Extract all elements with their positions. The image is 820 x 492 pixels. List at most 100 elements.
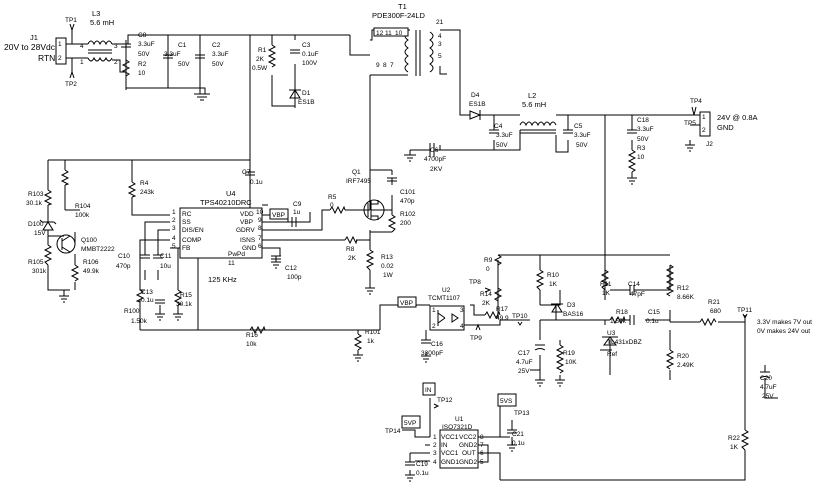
svg-text:1: 1 <box>58 41 62 48</box>
ic-u1: U1 ISO7321D VCC1 IN VCC1 GND1 1 2 3 4 VC… <box>433 416 484 469</box>
output-connector-j2: 24V @ 0.8A GND J2 1 2 <box>699 111 758 148</box>
svg-text:R102: R102 <box>400 211 416 218</box>
svg-text:TP4: TP4 <box>690 98 702 105</box>
svg-text:15V: 15V <box>34 230 46 237</box>
svg-text:C21: C21 <box>512 431 524 438</box>
inductor-l2: L2 5.6 mH <box>519 91 557 134</box>
resistor-r13: R13 0.02 1W <box>365 249 394 279</box>
svg-text:3300pF: 3300pF <box>421 350 443 357</box>
svg-text:DIS/EN: DIS/EN <box>182 227 204 234</box>
svg-text:Ref: Ref <box>607 351 617 358</box>
svg-text:D3: D3 <box>567 302 576 309</box>
capacitor-c101: C101 470p <box>387 177 416 205</box>
svg-text:3.3uF: 3.3uF <box>496 132 513 139</box>
capacitor-c17: C17 4.7uF 25V <box>516 344 546 375</box>
resistor-r19: R19 10K <box>555 344 577 374</box>
svg-text:10: 10 <box>256 209 264 216</box>
svg-text:680: 680 <box>710 308 721 315</box>
resistor-r100: R100 1.50k <box>124 289 148 325</box>
svg-text:C15: C15 <box>648 309 660 316</box>
resistor-r106: R106 49.9k <box>70 259 100 282</box>
svg-text:VCC2: VCC2 <box>459 434 477 441</box>
svg-text:3.3uF: 3.3uF <box>164 51 181 58</box>
diode-d1: D1 ES1B <box>289 64 315 106</box>
svg-text:TP9: TP9 <box>470 335 482 342</box>
svg-text:COMP: COMP <box>182 237 202 244</box>
svg-text:T1: T1 <box>398 2 407 11</box>
input-connector-j1: 20V to 28Vdc RTN J1 1 2 <box>4 33 67 65</box>
svg-text:TP8: TP8 <box>469 279 481 286</box>
svg-text:Q1: Q1 <box>352 169 361 176</box>
test-point-tp12: TP12 <box>433 397 453 409</box>
svg-text:5: 5 <box>480 459 484 466</box>
svg-text:C18: C18 <box>637 117 649 124</box>
resistor-r5: R5 0 <box>328 194 346 215</box>
svg-text:TP5: TP5 <box>684 120 696 127</box>
svg-text:1u: 1u <box>293 209 301 216</box>
svg-text:C17: C17 <box>518 350 530 357</box>
svg-text:U1: U1 <box>455 416 464 423</box>
resistor-r1: R1 2K 0.5W <box>252 44 277 72</box>
svg-text:C13: C13 <box>141 289 153 296</box>
svg-text:0.1u: 0.1u <box>141 297 154 304</box>
svg-text:2.49K: 2.49K <box>677 362 695 369</box>
svg-text:ISO7321D: ISO7321D <box>442 424 473 431</box>
svg-text:GND1: GND1 <box>441 459 459 466</box>
svg-text:C20: C20 <box>760 375 772 382</box>
svg-text:R104: R104 <box>75 203 91 210</box>
svg-text:1K: 1K <box>602 290 611 297</box>
svg-text:3: 3 <box>438 41 442 48</box>
svg-text:1.50k: 1.50k <box>610 318 627 325</box>
svg-text:1: 1 <box>432 307 436 314</box>
input-voltage-label: 20V to 28Vdc <box>4 42 56 52</box>
capacitor-c1: C1 3.3uF 50V <box>163 42 190 68</box>
svg-text:1k: 1k <box>367 338 375 345</box>
svg-text:TCMT1107: TCMT1107 <box>428 295 460 302</box>
svg-text:100V: 100V <box>302 60 318 67</box>
svg-text:IRF7495: IRF7495 <box>346 178 371 185</box>
svg-text:TP11: TP11 <box>737 307 752 314</box>
svg-text:FB: FB <box>182 245 190 252</box>
resistor-r8: R8 2K <box>344 235 358 262</box>
capacitor-c7: C7 0.1u <box>242 169 263 186</box>
capacitor-c20: C20 4.7uF 25V <box>759 371 777 400</box>
capacitor-c8: C8 3.3uF 50V <box>121 32 155 58</box>
svg-text:2: 2 <box>114 59 118 66</box>
svg-text:6: 6 <box>480 450 484 457</box>
svg-text:50V: 50V <box>496 142 508 149</box>
resistor-r102: R102 200 <box>387 211 416 233</box>
svg-text:C9: C9 <box>293 201 302 208</box>
ic-u3: U3 TL431xDBZ Ref <box>602 330 642 358</box>
svg-text:2K: 2K <box>348 255 357 262</box>
resistor-r22: R22 1K <box>728 429 750 451</box>
capacitor-c12: C12 100p <box>271 255 302 281</box>
svg-text:R105: R105 <box>28 259 44 266</box>
svg-text:1.50k: 1.50k <box>131 318 148 325</box>
capacitor-c19: C19 0.1u <box>405 461 429 477</box>
svg-text:GND2: GND2 <box>459 442 477 449</box>
svg-text:4.7uF: 4.7uF <box>760 384 777 391</box>
svg-text:U2: U2 <box>442 287 451 294</box>
net-label-vbp-u4: VBP <box>269 208 289 220</box>
svg-text:3.3uF: 3.3uF <box>637 126 654 133</box>
svg-text:49.9k: 49.9k <box>83 268 100 275</box>
svg-text:PwPd: PwPd <box>228 251 245 258</box>
capacitor-c15: C15 0.1u <box>629 309 660 325</box>
svg-text:4: 4 <box>172 235 176 242</box>
svg-text:4: 4 <box>433 459 437 466</box>
capacitor-c10: C10 470p <box>116 253 150 270</box>
svg-text:3.3uF: 3.3uF <box>212 51 229 58</box>
svg-text:C10: C10 <box>118 253 130 260</box>
svg-text:R18: R18 <box>616 309 628 316</box>
svg-text:SS: SS <box>182 219 191 226</box>
svg-text:R2: R2 <box>138 61 147 68</box>
capacitor-c6: C6 4700pF 2KV <box>410 143 446 173</box>
svg-text:R4: R4 <box>140 180 149 187</box>
svg-text:PDE300F-24LD: PDE300F-24LD <box>372 11 426 20</box>
svg-text:100k: 100k <box>75 212 90 219</box>
resistor-r10: R10 1K <box>535 269 559 291</box>
svg-text:C5: C5 <box>574 123 583 130</box>
control-note-line1: 3.3V makes 7V out <box>757 319 812 326</box>
capacitor-c2: C2 3.3uF 50V <box>195 42 229 68</box>
resistor-r2: R2 10 <box>121 59 147 77</box>
